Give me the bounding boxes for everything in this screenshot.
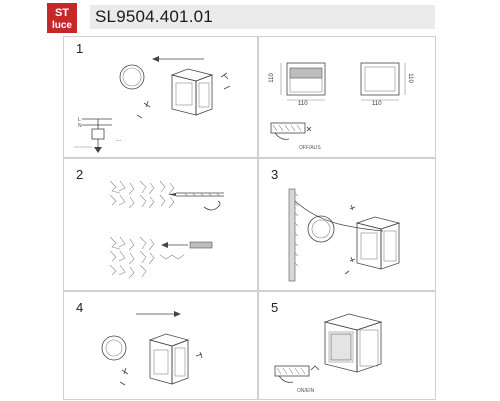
step2-illustration xyxy=(109,180,224,279)
drill-bit-icon xyxy=(168,193,176,196)
arrow-left-icon xyxy=(161,242,168,248)
screw-icon xyxy=(143,100,151,108)
document-header: ST luce SL9504.401.01 xyxy=(0,0,500,36)
arrow-right-icon xyxy=(174,311,181,317)
dots-label: ... xyxy=(116,137,121,143)
wire-n-label: N xyxy=(78,123,82,129)
step-number: 1 xyxy=(76,41,84,56)
step-number: 2 xyxy=(76,167,84,182)
dimensions-panel: 110 110 110 110 OFF/AUS xyxy=(258,36,436,158)
off-label: OFF/AUS xyxy=(299,145,321,151)
screw-icon xyxy=(349,256,356,263)
screw-icon xyxy=(195,351,203,359)
on-switch-icon xyxy=(310,365,320,371)
on-label: ON/EIN xyxy=(297,388,315,394)
arrow-left-icon xyxy=(152,56,159,62)
side-width-label: 110 xyxy=(372,101,382,107)
off-switch-icon xyxy=(306,126,312,132)
brand-logo: ST luce xyxy=(47,3,77,33)
step-panel-4: 4 xyxy=(63,291,258,400)
step1-illustration: L N ... xyxy=(74,56,231,153)
step-panel-1: 1 L N ... xyxy=(63,36,258,158)
model-number: SL9504.401.01 xyxy=(95,7,213,26)
wire-l-label: L xyxy=(78,117,81,123)
front-height-label: 110 xyxy=(268,73,275,83)
wire-icon xyxy=(278,375,294,383)
arrow-down-icon xyxy=(94,147,102,153)
side-height-label: 110 xyxy=(406,73,413,83)
wall-plug-icon xyxy=(189,241,213,249)
step4-illustration xyxy=(101,311,203,386)
wall-texture xyxy=(109,180,175,209)
step-number: 3 xyxy=(271,167,279,182)
step-panel-2: 2 xyxy=(63,158,258,291)
step3-illustration xyxy=(288,188,401,282)
screw-icon xyxy=(121,367,129,375)
dimension-drawing xyxy=(270,62,406,140)
step-number: 5 xyxy=(271,300,279,315)
hook-icon xyxy=(203,200,221,211)
logo-line1: ST xyxy=(55,7,69,19)
front-width-label: 110 xyxy=(298,101,308,107)
step-panel-3: 3 xyxy=(258,158,436,291)
screw-icon xyxy=(220,72,229,80)
cable-icon xyxy=(294,200,384,232)
step5-illustration xyxy=(274,313,383,383)
wire-icon xyxy=(274,132,290,140)
logo-line2: luce xyxy=(52,20,72,31)
screw-icon xyxy=(349,204,356,211)
step-number: 4 xyxy=(76,300,84,315)
step-panel-5: 5 ON/EIN xyxy=(258,291,436,400)
